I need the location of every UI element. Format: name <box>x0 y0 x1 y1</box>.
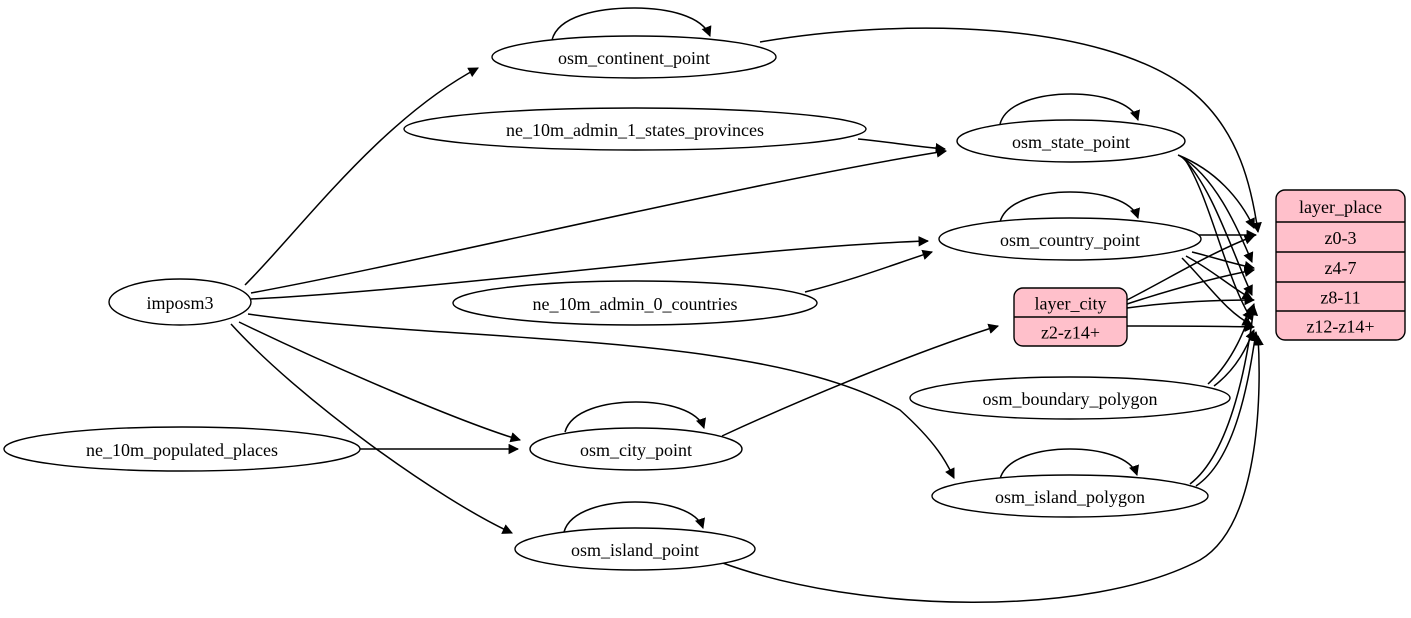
record-layer_city[interactable]: layer_city z2-z14+ <box>1013 287 1128 347</box>
edge-imposm3-to-osm_state_point <box>250 147 948 294</box>
node-label-ne_10m_populated_places: ne_10m_populated_places <box>86 440 278 460</box>
node-label-osm_island_polygon: osm_island_polygon <box>995 487 1145 507</box>
node-shape-osm_continent_point <box>491 35 777 79</box>
edge-osm_state_point-to-layer_place-z4 <box>1179 155 1254 263</box>
edge-layer_city-head-to-layer_place-z8 <box>1126 294 1256 309</box>
node-label-osm_continent_point: osm_continent_point <box>558 48 710 68</box>
nodes-layer: imposm3 ne_10m_populated_places osm_contin… <box>3 35 1231 571</box>
node-shape-osm_country_point <box>938 217 1202 261</box>
edge-osm_state_point-to-osm_state_point <box>999 93 1140 125</box>
edge-imposm3-to-osm_city_point <box>238 321 522 443</box>
record-row-layer_place-z12[interactable]: z12-z14+ <box>1306 317 1374 337</box>
node-label-osm_city_point: osm_city_point <box>580 440 692 460</box>
edge-imposm3-to-osm_continent_point <box>244 67 479 286</box>
node-label-imposm3: imposm3 <box>146 293 213 313</box>
edge-imposm3-to-osm_island_point <box>230 323 513 534</box>
node-label-ne_10m_admin_1_states_provinces: ne_10m_admin_1_states_provinces <box>506 120 764 140</box>
edge-osm_city_point-to-layer_city-z2 <box>721 323 1000 437</box>
edge-layer_city-head-to-layer_place-z4 <box>1126 266 1256 305</box>
node-label-osm_island_point: osm_island_point <box>571 540 699 560</box>
edge-osm_city_point-to-osm_city_point <box>564 401 706 433</box>
node-shape-osm_city_point <box>529 427 743 471</box>
node-label-osm_boundary_polygon: osm_boundary_polygon <box>983 389 1158 409</box>
node-ne_10m_admin_0_countries[interactable]: ne_10m_admin_0_countries <box>452 280 818 326</box>
node-shape-osm_island_point <box>514 527 756 571</box>
edge-osm_island_polygon-to-layer_place-z12 <box>1195 330 1260 487</box>
edge-osm_island_point-to-osm_island_point <box>563 501 705 533</box>
edge-osm_island_polygon-to-osm_island_polygon <box>999 448 1139 480</box>
record-row-layer_place-z4[interactable]: z4-7 <box>1325 258 1357 278</box>
node-imposm3[interactable]: imposm3 <box>108 278 252 326</box>
node-osm_state_point[interactable]: osm_state_point <box>956 119 1186 163</box>
edge-osm_state_point-to-layer_place-z0 <box>1177 154 1255 229</box>
edge-osm_state_point-to-layer_place-z12 <box>1183 157 1253 321</box>
node-shape-imposm3 <box>108 278 252 326</box>
records-layer: layer_city z2-z14+ layer_place z0-3 z4-7 z8-1… <box>1013 189 1406 347</box>
node-osm_boundary_polygon[interactable]: osm_boundary_polygon <box>909 376 1231 420</box>
record-row-layer_place-head[interactable]: layer_place <box>1299 197 1382 217</box>
edge-layer_city-z2-to-layer_place-z12 <box>1126 321 1256 333</box>
record-row-layer_place-z8[interactable]: z8-11 <box>1320 288 1360 308</box>
record-box-layer_place <box>1275 189 1406 341</box>
edge-osm_country_point-to-layer_place-z12 <box>1181 257 1253 326</box>
node-osm_island_point[interactable]: osm_island_point <box>514 527 756 571</box>
node-osm_country_point[interactable]: osm_country_point <box>938 217 1202 261</box>
node-ne_10m_populated_places[interactable]: ne_10m_populated_places <box>3 426 361 472</box>
node-shape-osm_boundary_polygon <box>909 376 1231 420</box>
node-label-ne_10m_admin_0_countries: ne_10m_admin_0_countries <box>533 294 738 314</box>
edge-osm_continent_point-to-layer_place-z0 <box>759 27 1262 234</box>
node-label-osm_country_point: osm_country_point <box>1000 230 1140 250</box>
edge-osm_country_point-to-osm_country_point <box>999 191 1140 223</box>
edge-layer_city-head-to-layer_place-z0 <box>1126 234 1255 301</box>
node-shape-osm_state_point <box>956 119 1186 163</box>
record-row-layer_city-z2[interactable]: z2-z14+ <box>1041 323 1100 343</box>
record-row-layer_place-z0[interactable]: z0-3 <box>1325 228 1357 248</box>
edges-layer <box>230 7 1264 603</box>
edge-osm_island_polygon-to-layer_place-z8 <box>1189 304 1259 485</box>
node-shape-ne_10m_populated_places <box>3 426 361 472</box>
edge-osm_state_point-to-layer_place-z8 <box>1181 156 1253 296</box>
edge-osm_continent_point-to-osm_continent_point <box>551 7 712 41</box>
edge-ne_10m_admin_1_states_provinces-to-osm_state_point <box>857 138 947 154</box>
node-label-osm_state_point: osm_state_point <box>1012 132 1130 152</box>
node-shape-osm_island_polygon <box>931 474 1209 518</box>
record-layer_place[interactable]: layer_place z0-3 z4-7 z8-11 z12-z14+ <box>1275 189 1406 341</box>
node-shape-ne_10m_admin_1_states_provinces <box>403 107 867 151</box>
record-row-layer_city-head[interactable]: layer_city <box>1035 294 1107 314</box>
edge-osm_island_point-to-layer_place-z12 <box>719 334 1264 603</box>
edge-imposm3-to-osm_island_polygon <box>247 313 955 479</box>
node-shape-ne_10m_admin_0_countries <box>452 280 818 326</box>
node-osm_island_polygon[interactable]: osm_island_polygon <box>931 474 1209 518</box>
edge-ne_10m_admin_0_countries-to-osm_country_point <box>804 249 934 293</box>
node-ne_10m_admin_1_states_provinces[interactable]: ne_10m_admin_1_states_provinces <box>403 107 867 151</box>
node-osm_continent_point[interactable]: osm_continent_point <box>491 35 777 79</box>
node-osm_city_point[interactable]: osm_city_point <box>529 427 743 471</box>
edge-imposm3-to-osm_country_point <box>250 236 930 300</box>
